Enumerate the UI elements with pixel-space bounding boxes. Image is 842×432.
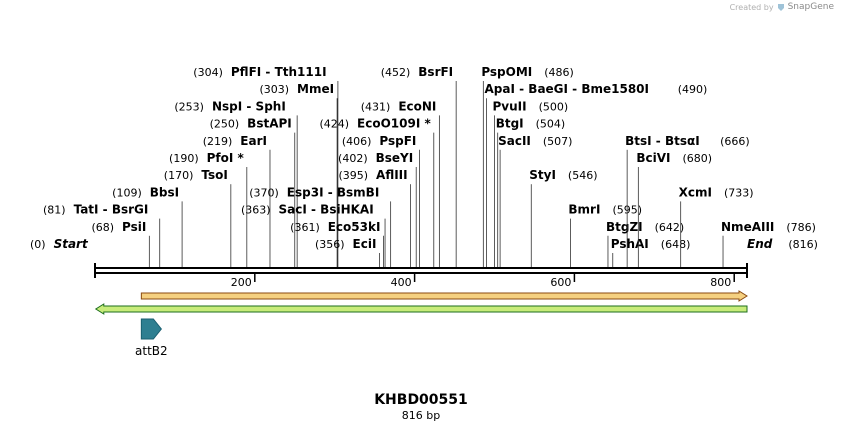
enzyme-name: PspOMI (481, 65, 532, 79)
cut-site-position: (452) (381, 66, 411, 79)
enzyme-name: EcoO109I * (357, 117, 431, 131)
cut-site-position: (546) (568, 169, 598, 182)
enzyme-name: PvuII (493, 99, 527, 113)
enzyme-name: TsoI (201, 168, 227, 182)
ruler-tick-label: 800 (710, 276, 731, 289)
cut-site-position: (504) (536, 118, 566, 131)
enzyme-name: TatI - BsrGI (74, 203, 149, 217)
cut-site-position: (253) (174, 100, 204, 113)
snapgene-credit: Created by SnapGene (730, 2, 834, 12)
cut-site-position: (219) (203, 135, 233, 148)
cut-site-position: (81) (43, 204, 66, 217)
attb2-feature-arrow (140, 318, 162, 340)
cut-site-position: (304) (193, 66, 223, 79)
enzyme-name: XcmI (679, 185, 712, 199)
enzyme-name: SacI - BsiHKAI (279, 203, 374, 217)
enzyme-name: BseYI (376, 151, 414, 165)
cut-site-position: (402) (338, 152, 368, 165)
cut-site-position: (642) (655, 221, 685, 234)
cut-site-position: (68) (91, 221, 114, 234)
cut-site-position: (250) (210, 118, 240, 131)
enzyme-name: StyI (529, 168, 556, 182)
feature-label: attB2 (135, 344, 168, 358)
enzyme-name: NmeAIII (721, 220, 774, 234)
enzyme-name: BtgI (496, 117, 524, 131)
enzyme-name: MmeI (297, 82, 334, 96)
cut-site-position: (361) (290, 221, 320, 234)
enzyme-name: PflFI - Tth111I (231, 65, 327, 79)
enzyme-name: PfoI * (207, 151, 245, 165)
enzyme-name: BciVI (636, 151, 670, 165)
ruler-tick-label: 200 (231, 276, 252, 289)
ruler-tick-label: 600 (550, 276, 571, 289)
cut-site-position: (356) (315, 238, 345, 251)
cut-site-position: (490) (678, 83, 708, 96)
enzyme-name: BbsI (150, 185, 179, 199)
enzyme-name: BmrI (568, 203, 600, 217)
sequence-map: 200 400 600 800 (0) Start (816) End (81) TatI - B… (30, 65, 818, 358)
credit-prefix: Created by (729, 2, 774, 12)
cut-site-position: (680) (682, 152, 712, 165)
reverse-feature-arrow (94, 303, 748, 315)
snapgene-logo-icon (777, 3, 785, 12)
cut-site-position: (303) (259, 83, 289, 96)
cut-site-position: (486) (544, 66, 574, 79)
credit-brand: SnapGene (787, 2, 834, 12)
cut-site-position: (363) (241, 204, 271, 217)
enzyme-name: BsrFI (418, 65, 453, 79)
cut-site-position: (431) (361, 100, 391, 113)
enzyme-name: NspI - SphI (212, 99, 286, 113)
forward-feature-arrow (140, 290, 748, 302)
enzyme-name: PspFI (379, 134, 416, 148)
enzyme-name: ApaI - BaeGI - Bme1580I (485, 82, 649, 96)
enzyme-name: BtsI - BtsαI (625, 134, 700, 148)
enzyme-name: AflIII (376, 168, 408, 182)
cut-site-position: (424) (319, 118, 349, 131)
end-position: (816) (788, 238, 818, 251)
enzyme-name: PshAI (611, 237, 649, 251)
ruler-tick-label: 400 (391, 276, 412, 289)
cut-site-position: (500) (539, 100, 569, 113)
cut-site-position: (666) (720, 135, 750, 148)
cut-site-position: (733) (724, 186, 754, 199)
enzyme-name: Esp3I - BsmBI (287, 185, 379, 199)
cut-site-position: (786) (786, 221, 816, 234)
enzyme-name: BstAPI (247, 117, 292, 131)
cut-site-position: (507) (543, 135, 573, 148)
cut-site-position: (109) (112, 186, 142, 199)
cut-site-position: (370) (249, 186, 279, 199)
sequence-name: KHBD00551 (374, 392, 468, 408)
enzyme-name: BtgZI (606, 220, 643, 234)
cut-site-position: (190) (169, 152, 199, 165)
cut-site-position: (170) (164, 169, 194, 182)
enzyme-name: EcoNI (398, 99, 436, 113)
end-position: (0) (30, 238, 46, 251)
enzyme-name: EarI (240, 134, 267, 148)
enzyme-name: PsiI (122, 220, 146, 234)
sequence-length: 816 bp (401, 409, 441, 422)
cut-site-position: (406) (342, 135, 372, 148)
sequence-end-label: Start (54, 237, 89, 251)
enzyme-name: Eco53kI (328, 220, 381, 234)
enzyme-name: EciI (353, 237, 377, 251)
cut-site-position: (648) (661, 238, 691, 251)
enzyme-name: SacII (498, 134, 531, 148)
sequence-end-label: End (747, 237, 773, 251)
cut-site-position: (395) (338, 169, 368, 182)
